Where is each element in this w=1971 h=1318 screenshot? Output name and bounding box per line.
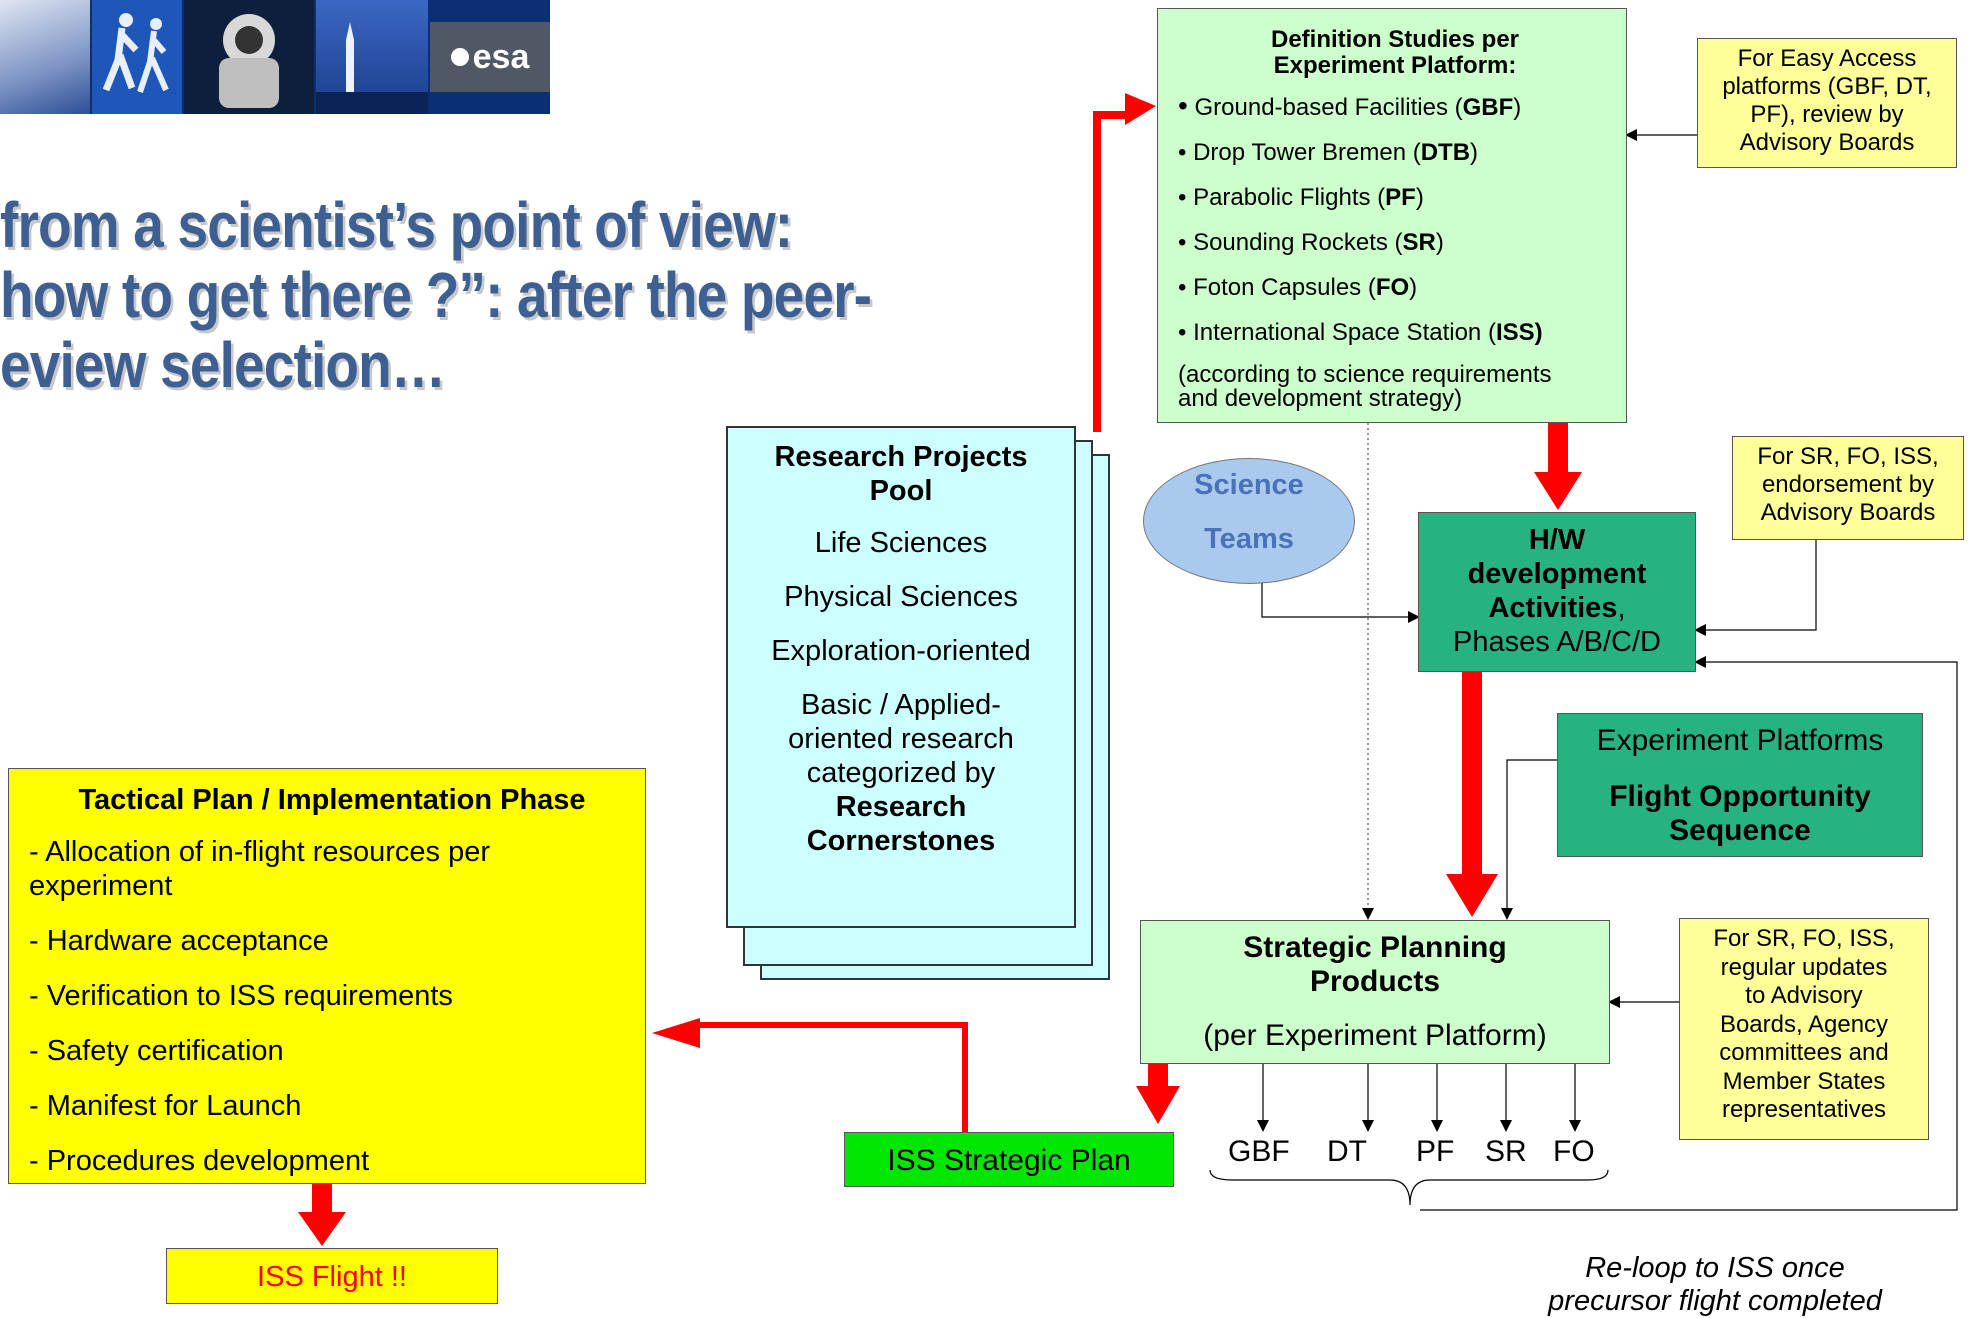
research-pool-box: Research Projects Pool Life Sciences Phy… bbox=[726, 426, 1076, 928]
title-line-3: eview selection… bbox=[0, 329, 446, 401]
definition-item: • International Space Station (ISS) bbox=[1178, 319, 1543, 346]
title-line-2: how to get there ?”: after the peer- bbox=[0, 259, 872, 331]
esa-logo: esa bbox=[430, 22, 550, 92]
platform-label-dt: DT bbox=[1327, 1135, 1367, 1168]
red-arrow-hw-to-strategic bbox=[1446, 672, 1498, 917]
building-photo bbox=[0, 0, 90, 114]
connector-experiment-platforms bbox=[1501, 759, 1557, 920]
platform-label-sr: SR bbox=[1485, 1135, 1527, 1168]
pool-item: Life Sciences bbox=[814, 527, 988, 559]
tactical-item: - Hardware acceptance bbox=[29, 925, 329, 957]
esa-logo-dot-icon bbox=[450, 48, 469, 66]
platform-label-gbf: GBF bbox=[1228, 1135, 1290, 1168]
reloop-caption: Re-loop to ISS once precursor flight com… bbox=[1548, 1252, 1882, 1317]
red-arrow-strategic-to-iss-plan bbox=[1136, 1064, 1180, 1124]
pool-item: Physical Sciences bbox=[784, 581, 1018, 613]
page-title: from a scientist’s point of view: how to… bbox=[0, 190, 912, 400]
definition-item: • Parabolic Flights (PF) bbox=[1178, 184, 1424, 211]
endorsement-note: For SR, FO, ISS, endorsement by Advisory… bbox=[1732, 436, 1964, 540]
rocket-photo bbox=[316, 0, 428, 114]
definition-item: • Foton Capsules (FO) bbox=[1178, 274, 1418, 301]
runners-photo bbox=[92, 0, 182, 114]
strategic-planning-box: Strategic Planning Products (per Experim… bbox=[1140, 920, 1610, 1064]
tactical-item: - Allocation of in-flight resources per bbox=[29, 836, 490, 868]
red-arrow-pool-to-definition bbox=[1080, 93, 1156, 432]
tactical-item: - Manifest for Launch bbox=[29, 1090, 302, 1122]
tactical-plan-heading: Tactical Plan / Implementation Phase bbox=[78, 784, 586, 816]
science-teams-ellipse: Science Teams bbox=[1143, 458, 1355, 584]
iss-flight-box: ISS Flight !! bbox=[166, 1248, 498, 1304]
red-arrow-iss-plan-to-tactical bbox=[652, 1018, 968, 1132]
hw-development-box: H/W development Activities, Phases A/B/C… bbox=[1418, 512, 1696, 672]
definition-studies-heading: Definition Studies per Experiment Platfo… bbox=[1270, 26, 1519, 79]
title-line-1: from a scientist’s point of view: bbox=[0, 189, 793, 261]
bullet-icon: • bbox=[1178, 90, 1188, 121]
tactical-item: - Procedures development bbox=[29, 1145, 370, 1177]
connector-endorsement bbox=[1694, 540, 1817, 636]
platform-brace bbox=[1209, 1169, 1609, 1206]
pool-item: Exploration-oriented bbox=[771, 635, 1031, 667]
tactical-item: experiment bbox=[29, 870, 173, 902]
red-arrow-tactical-to-flight bbox=[298, 1184, 346, 1246]
iss-strategic-plan-box: ISS Strategic Plan bbox=[844, 1132, 1174, 1187]
tactical-item: - Safety certification bbox=[29, 1035, 284, 1067]
definition-item: • Drop Tower Bremen (DTB) bbox=[1178, 139, 1479, 166]
red-arrow-definition-to-hw bbox=[1534, 423, 1582, 510]
definition-item: • Sounding Rockets (SR) bbox=[1178, 229, 1444, 256]
tactical-item: - Verification to ISS requirements bbox=[29, 980, 453, 1012]
experiment-platforms-box: Experiment Platforms Flight Opportunity … bbox=[1557, 713, 1923, 857]
definition-studies-box: Definition Studies per Experiment Platfo… bbox=[1157, 8, 1627, 423]
definition-item: • Ground-based Facilities (GBF) bbox=[1178, 90, 1522, 121]
tactical-plan-box: Tactical Plan / Implementation Phase - A… bbox=[8, 768, 646, 1184]
definition-note: (according to science requirements and d… bbox=[1178, 361, 1552, 412]
updates-note: For SR, FO, ISS, regular updates to Advi… bbox=[1679, 918, 1929, 1140]
connector-reloop bbox=[1420, 656, 1958, 1211]
platform-label-pf: PF bbox=[1416, 1135, 1455, 1168]
connector-science-teams bbox=[1261, 578, 1420, 623]
platform-label-fo: FO bbox=[1553, 1135, 1595, 1168]
header-banner: esa bbox=[0, 0, 550, 114]
easy-access-note: For Easy Access platforms (GBF, DT, PF),… bbox=[1697, 38, 1957, 168]
astronaut-photo bbox=[184, 0, 314, 114]
